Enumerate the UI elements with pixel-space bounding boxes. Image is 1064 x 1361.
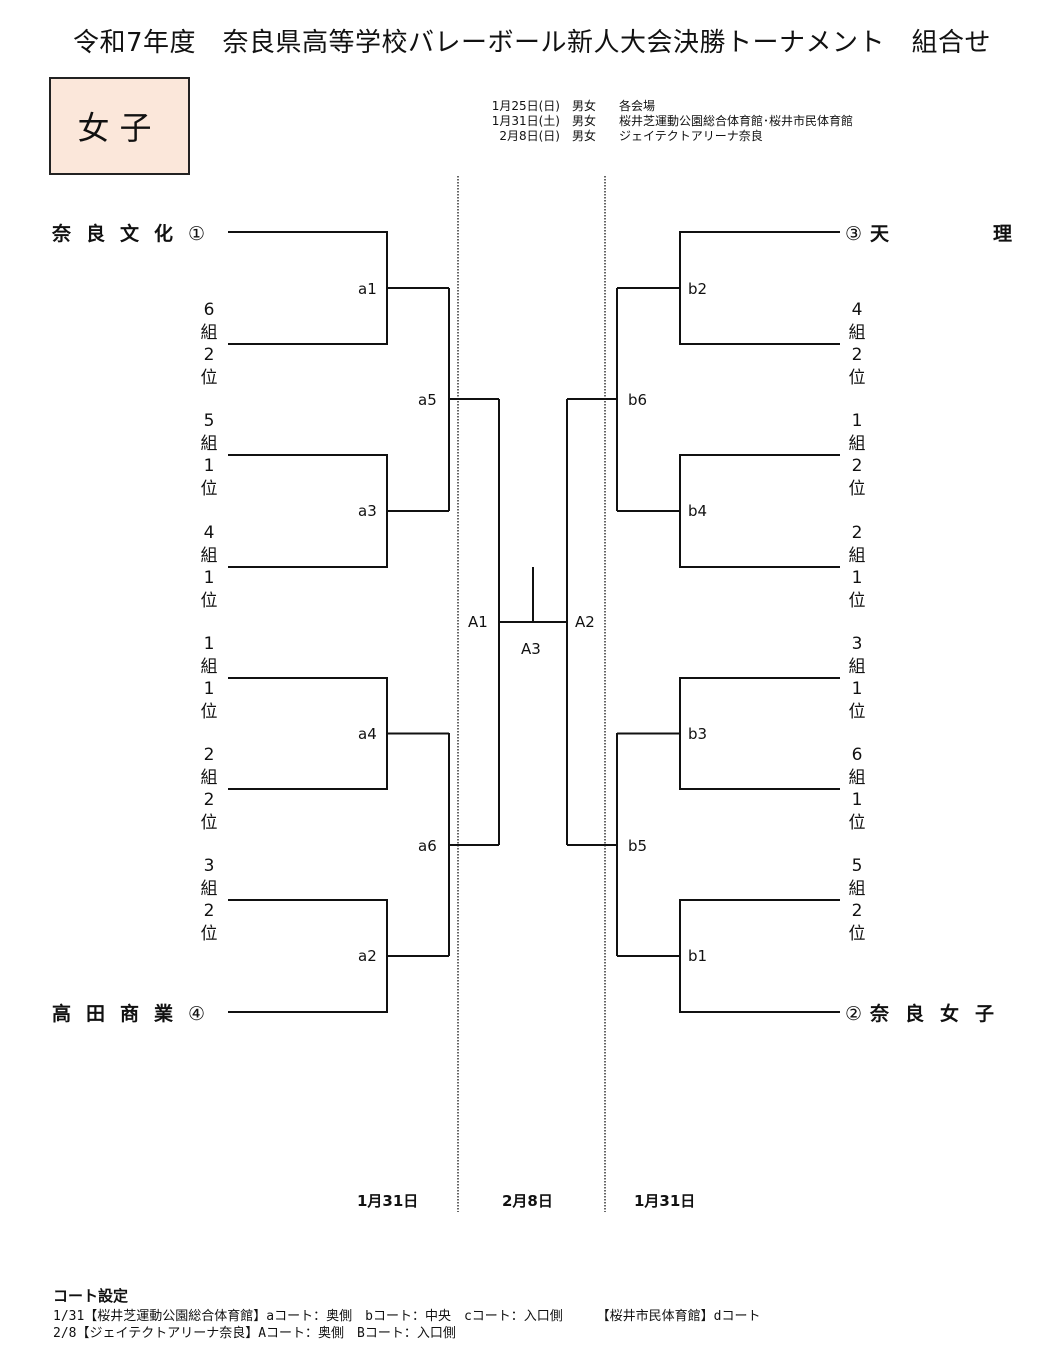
schedule-gender: 男女 bbox=[572, 114, 597, 128]
seed-number: ④ bbox=[188, 1003, 206, 1025]
round-date-right: 1月31日 bbox=[634, 1192, 696, 1210]
match-label: a3 bbox=[358, 502, 377, 520]
group-entry: 4 組 2 位 bbox=[848, 300, 866, 388]
schedule-venue: 桜井芝運動公園総合体育館･桜井市民体育館 bbox=[619, 114, 854, 128]
match-label: b3 bbox=[688, 725, 708, 743]
group-entry: 5 組 1 位 bbox=[200, 411, 218, 499]
seed-number: ② bbox=[845, 1003, 863, 1025]
match-label: b6 bbox=[628, 391, 648, 409]
schedule-gender: 男女 bbox=[572, 99, 597, 113]
group-entry: 5 組 2 位 bbox=[848, 856, 866, 944]
seeded-team: 高田商業④ bbox=[52, 999, 205, 1026]
match-label: b5 bbox=[628, 837, 648, 855]
group-entry: 1 組 2 位 bbox=[848, 411, 866, 499]
court-settings-line: 1/31【桜井芝運動公園総合体育館】aコート：奥側 bコート：中央 cコート：入… bbox=[53, 1309, 761, 1324]
schedule-date: 2月8日(日) bbox=[499, 129, 560, 143]
court-settings-line: 2/8【ジェイテクトアリーナ奈良】Aコート：奥側 Bコート：入口側 bbox=[53, 1326, 456, 1341]
match-label: b1 bbox=[688, 947, 708, 965]
court-settings-title: コート設定 bbox=[53, 1287, 129, 1305]
final-match-label: A3 bbox=[521, 640, 541, 658]
match-label: b4 bbox=[688, 502, 708, 520]
match-label: a2 bbox=[358, 947, 377, 965]
group-entry: 3 組 1 位 bbox=[848, 634, 866, 722]
match-label: b2 bbox=[688, 280, 708, 298]
match-label: A1 bbox=[468, 613, 488, 631]
schedule-venue: ジェイテクトアリーナ奈良 bbox=[619, 129, 763, 143]
schedule-venue: 各会場 bbox=[619, 99, 656, 113]
team-name: 天理 bbox=[870, 223, 1012, 245]
group-entry: 3 組 2 位 bbox=[200, 856, 218, 944]
group-entry: 6 組 1 位 bbox=[848, 745, 866, 833]
group-entry: 2 組 1 位 bbox=[848, 523, 866, 611]
match-label: a4 bbox=[358, 725, 377, 743]
group-entry: 1 組 1 位 bbox=[200, 634, 218, 722]
round-date-left: 1月31日 bbox=[357, 1192, 419, 1210]
seeded-team: 奈良文化① bbox=[52, 219, 205, 246]
group-entry: 2 組 2 位 bbox=[200, 745, 218, 833]
team-name: 奈良文化 bbox=[52, 223, 189, 245]
schedule-gender: 男女 bbox=[572, 129, 597, 143]
team-name: 高田商業 bbox=[52, 1003, 189, 1025]
group-entry: 4 組 1 位 bbox=[200, 523, 218, 611]
match-label: a1 bbox=[358, 280, 377, 298]
group-entry: 6 組 2 位 bbox=[200, 300, 218, 388]
seeded-team: ③ 天理 bbox=[845, 219, 1064, 246]
match-label: a5 bbox=[418, 391, 437, 409]
schedule-date: 1月31日(土) bbox=[491, 114, 560, 128]
team-name: 奈良女子 bbox=[870, 1003, 1011, 1025]
seeded-team: ② 奈良女子 bbox=[845, 999, 1010, 1026]
seed-number: ① bbox=[188, 223, 206, 245]
match-label: a6 bbox=[418, 837, 437, 855]
category-badge: 女子 bbox=[49, 77, 190, 175]
seed-number: ③ bbox=[845, 223, 863, 245]
schedule-date: 1月25日(日) bbox=[491, 99, 560, 113]
page-title: 令和7年度 奈良県高等学校バレーボール新人大会決勝トーナメント 組合せ bbox=[72, 28, 992, 58]
round-date-center: 2月8日 bbox=[502, 1192, 553, 1210]
match-label: A2 bbox=[575, 613, 595, 631]
